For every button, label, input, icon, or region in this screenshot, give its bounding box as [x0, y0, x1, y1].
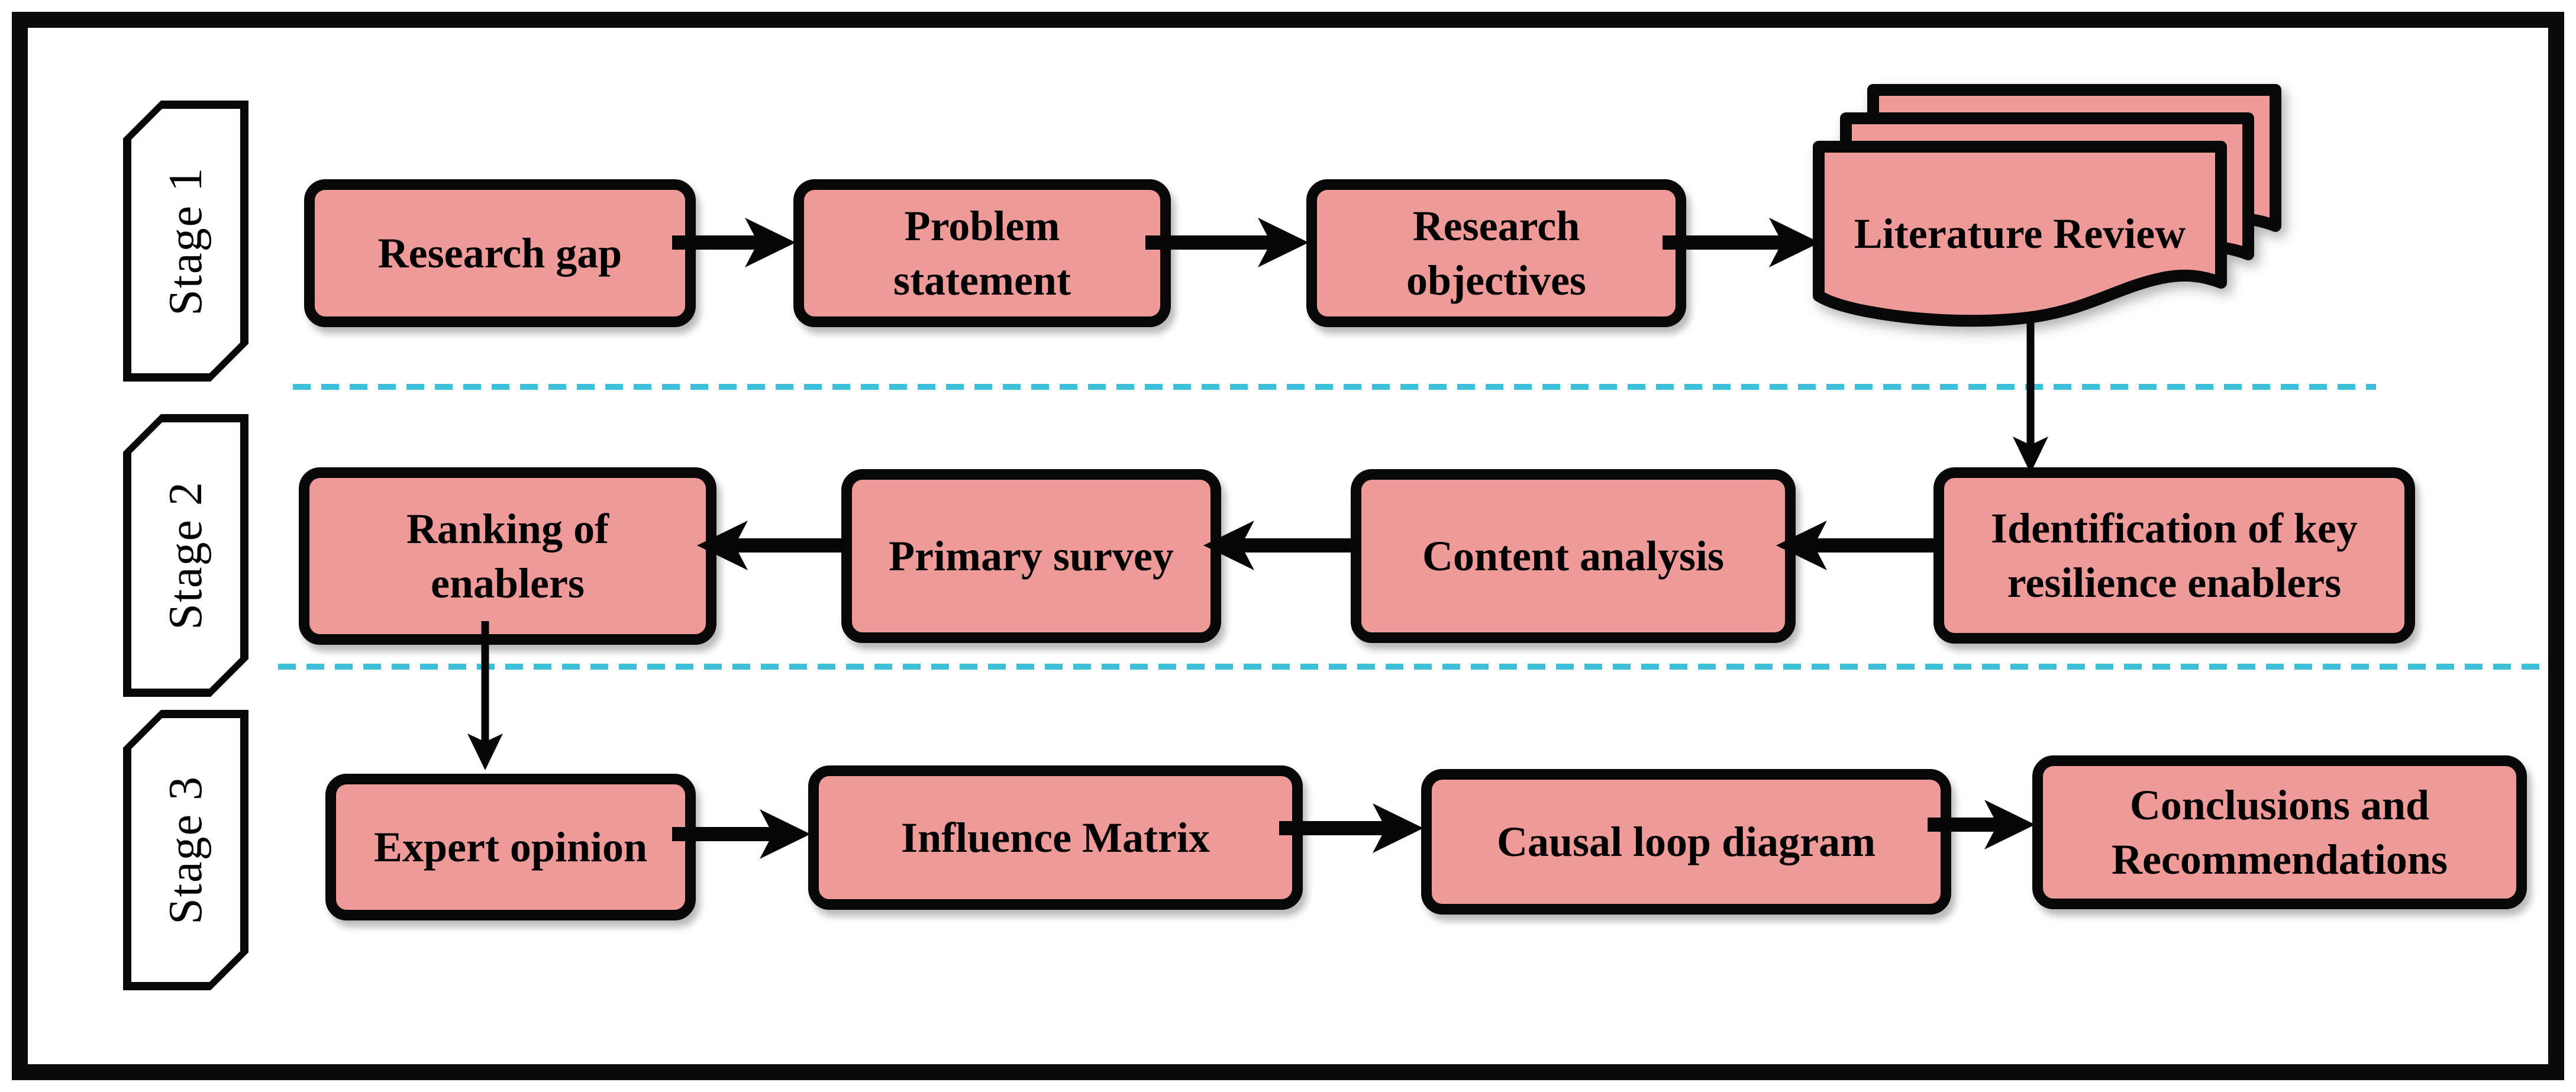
node-research-objectives-label: Research objectives — [1406, 202, 1586, 304]
node-influence-matrix: Influence Matrix — [808, 765, 1303, 910]
node-problem-statement-label: Problem statement — [893, 202, 1071, 304]
document-stack-pages — [1813, 84, 2281, 327]
node-research-gap: Research gap — [304, 179, 696, 327]
node-expert-opinion: Expert opinion — [325, 774, 696, 920]
node-ranking-of-enablers-label: Ranking of enablers — [406, 505, 609, 607]
stage-tab-1-box: Stage 1 — [131, 109, 240, 373]
stage-tab-2-box: Stage 2 — [131, 422, 240, 689]
stage-tab-3-label: Stage 3 — [159, 776, 212, 925]
node-primary-survey-label: Primary survey — [889, 532, 1174, 580]
node-primary-survey: Primary survey — [841, 469, 1221, 643]
node-literature-review: Literature Review — [1825, 177, 2215, 290]
stage-tab-2: Stage 2 — [123, 414, 248, 697]
node-research-gap-label: Research gap — [377, 229, 622, 277]
stage-tab-1: Stage 1 — [123, 101, 248, 382]
node-research-objectives: Research objectives — [1306, 179, 1686, 327]
node-conclusions-and-recommendations: Conclusions and Recommendations — [2032, 755, 2527, 909]
node-influence-matrix-label: Influence Matrix — [901, 813, 1210, 861]
document-stack-icon — [1813, 84, 2281, 327]
node-content-analysis-label: Content analysis — [1422, 532, 1725, 580]
node-content-analysis: Content analysis — [1351, 469, 1796, 643]
node-problem-statement: Problem statement — [793, 179, 1171, 327]
node-conclusions-label: Conclusions and Recommendations — [2112, 781, 2448, 883]
outer-frame — [12, 12, 2564, 1080]
node-ranking-of-enablers: Ranking of enablers — [299, 467, 716, 645]
stage-tab-1-label: Stage 1 — [159, 166, 212, 316]
stage-tab-3-box: Stage 3 — [131, 718, 240, 982]
node-causal-loop-diagram: Causal loop diagram — [1421, 769, 1951, 915]
stage-tab-2-label: Stage 2 — [159, 481, 212, 630]
node-identification-of-key-resilience-enablers: Identification of key resilience enabler… — [1933, 467, 2415, 644]
node-identification-label: Identification of key resilience enabler… — [1991, 504, 2358, 606]
node-literature-review-label: Literature Review — [1854, 209, 2186, 257]
node-expert-opinion-label: Expert opinion — [373, 823, 648, 871]
node-causal-loop-diagram-label: Causal loop diagram — [1496, 818, 1876, 865]
stage-tab-3: Stage 3 — [123, 710, 248, 990]
